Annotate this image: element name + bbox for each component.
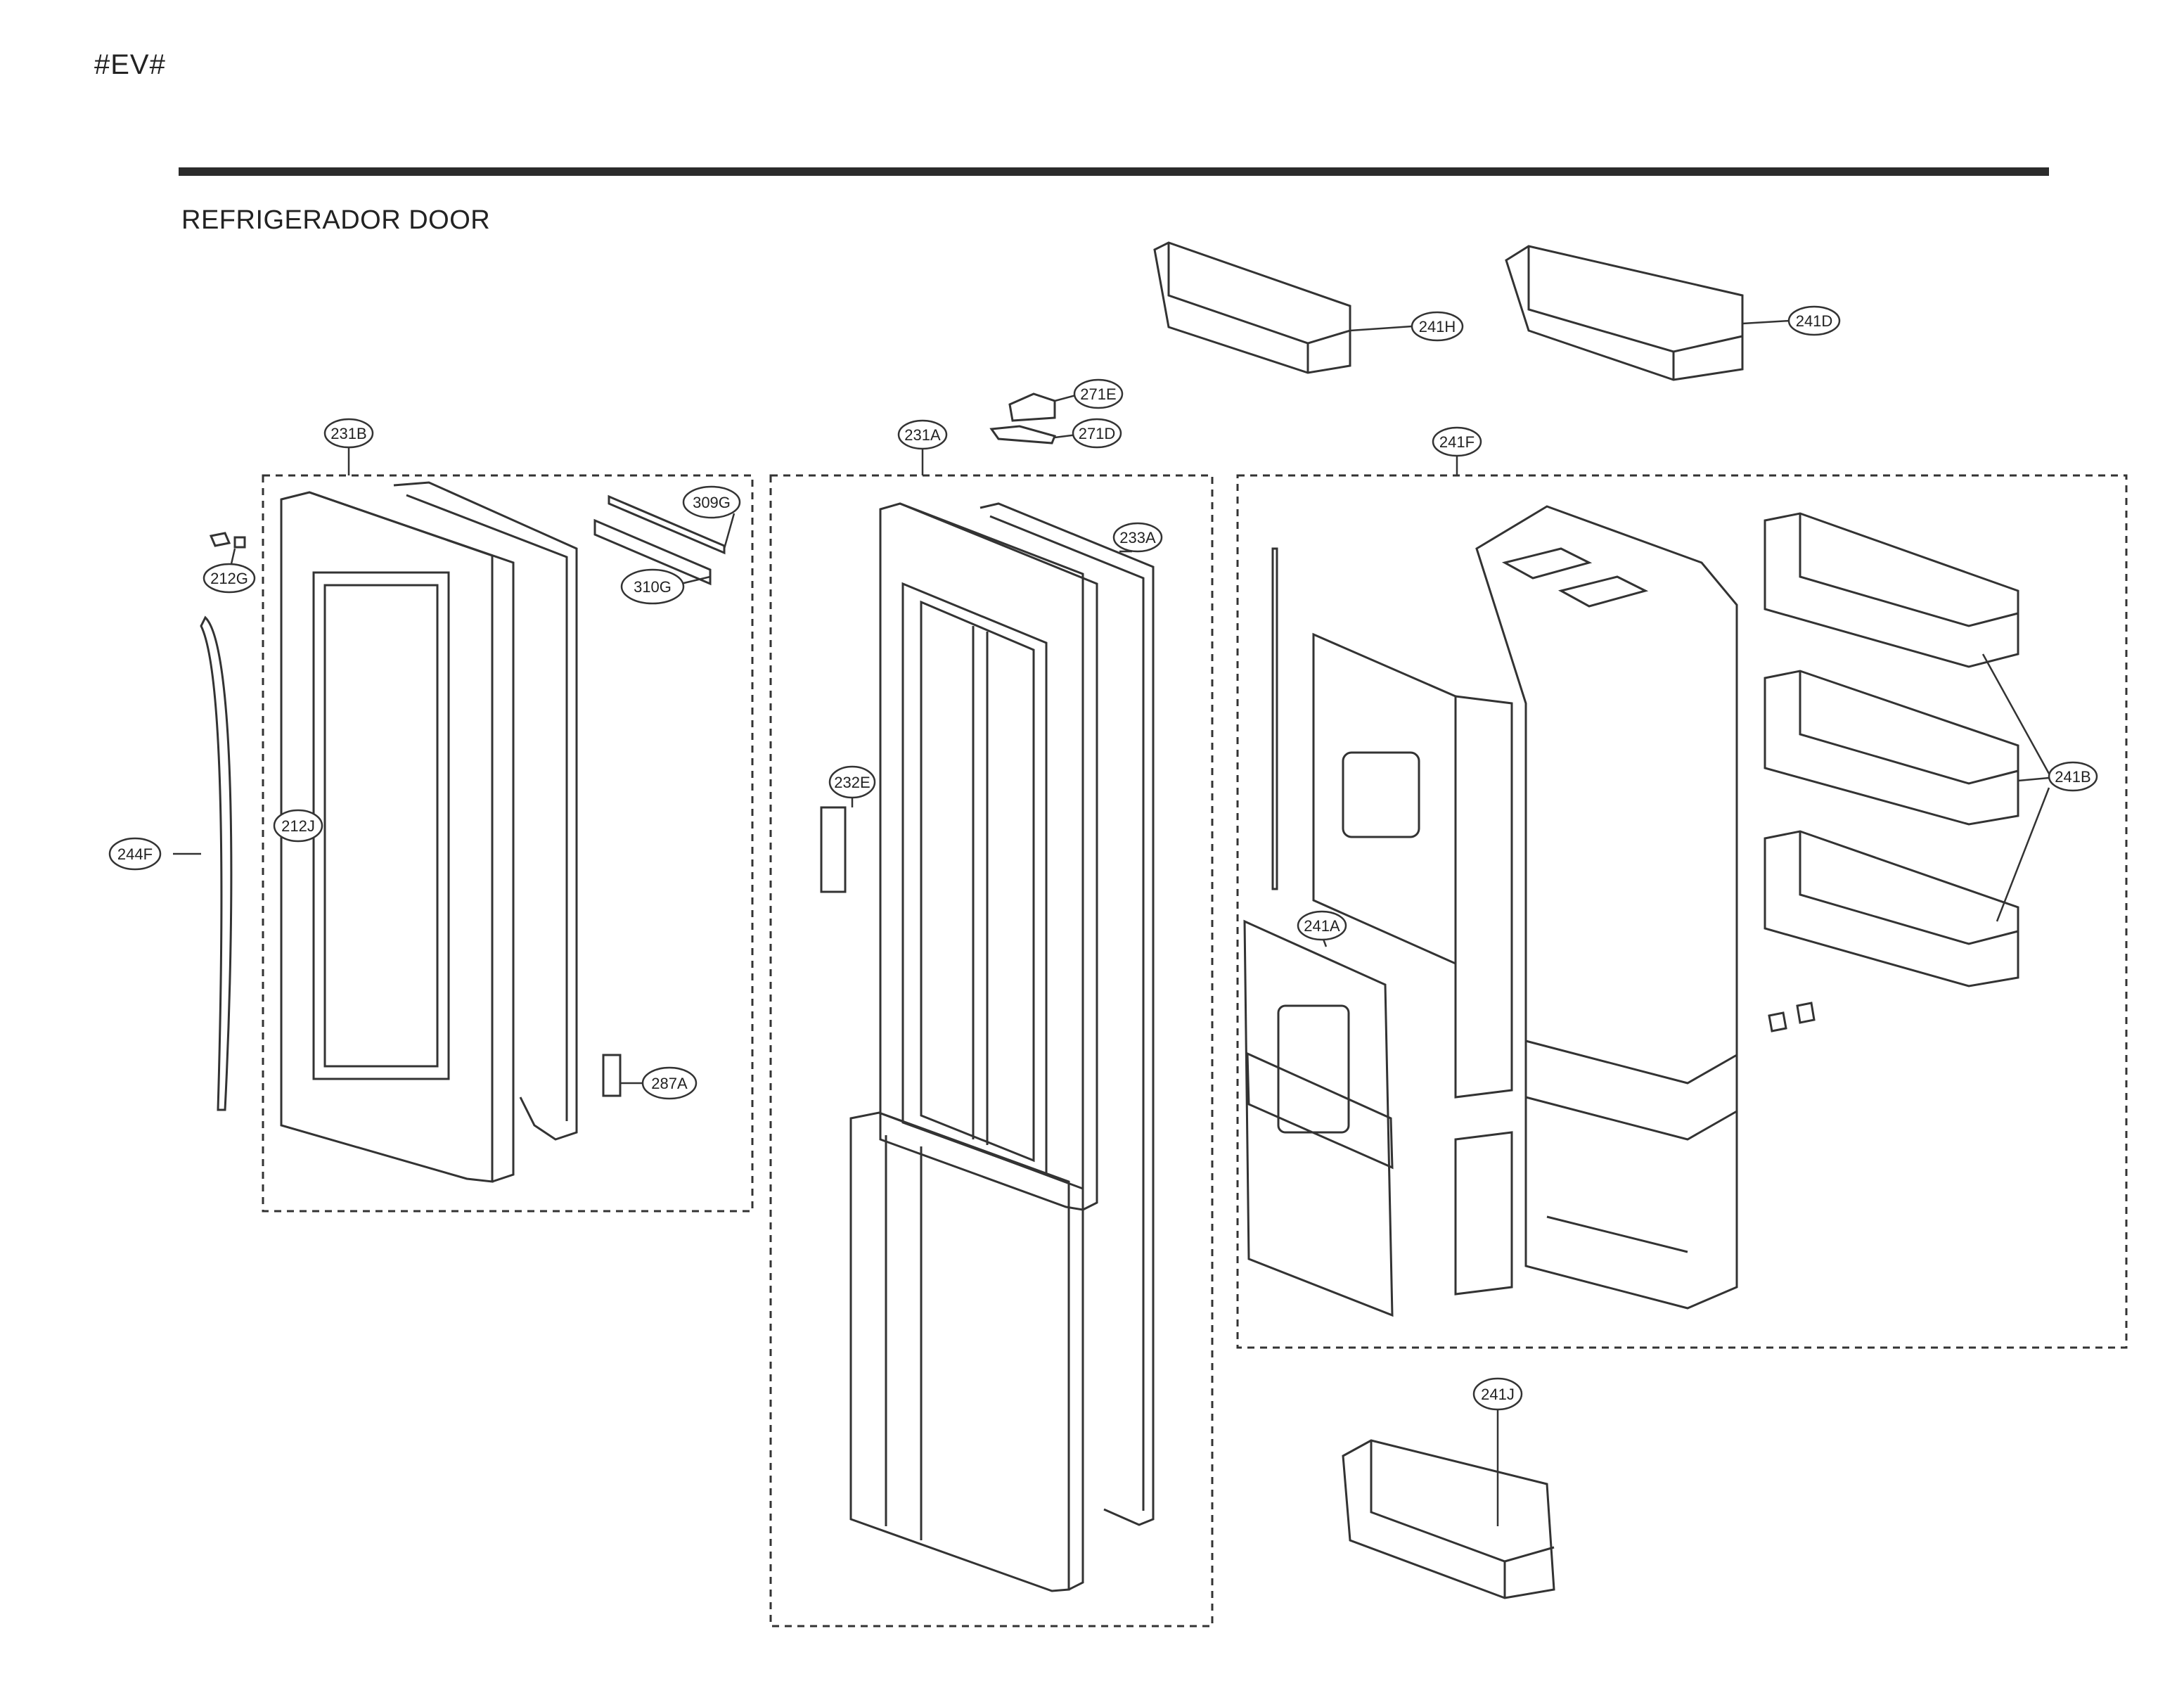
title-rule: [179, 167, 2049, 176]
cover-window: [1342, 751, 1420, 838]
door-gasket-233A: [979, 502, 1155, 1526]
callout-244F: 244F: [108, 837, 162, 871]
callout-231A: 231A: [897, 419, 948, 450]
svg-text:244F: 244F: [117, 845, 153, 863]
door-panel-231A: [849, 502, 1098, 1592]
svg-text:241B: 241B: [2055, 768, 2090, 786]
door-bin-241D: [1505, 245, 1744, 381]
small-clip-left: [1768, 1011, 1787, 1032]
bin-241B-bottom: [1764, 830, 2019, 987]
svg-text:241A: 241A: [1304, 917, 1340, 935]
svg-text:233A: 233A: [1119, 529, 1156, 546]
door-gasket-231B: [393, 481, 578, 1141]
cover-strip-right: [1454, 695, 1513, 1099]
latch-232E: [820, 806, 847, 893]
svg-text:231A: 231A: [904, 426, 941, 444]
svg-text:241D: 241D: [1796, 312, 1833, 330]
gasket-strip-310G: [593, 518, 712, 586]
svg-text:231B: 231B: [330, 425, 366, 442]
door-bin-241J: [1342, 1439, 1555, 1599]
callout-241J: 241J: [1472, 1377, 1523, 1411]
bin-241B-middle: [1764, 670, 2019, 826]
svg-text:241H: 241H: [1419, 318, 1456, 335]
gasket-strip-309G: [608, 494, 726, 555]
hinge-cap-212G: [209, 532, 246, 549]
callout-212J: 212J: [273, 809, 323, 843]
callout-232E: 232E: [828, 765, 876, 799]
svg-text:212G: 212G: [210, 570, 248, 587]
callout-241B: 241B: [2048, 761, 2098, 792]
page-code: #EV#: [94, 49, 166, 80]
door-liner-241F: [1475, 505, 1738, 1310]
svg-text:232E: 232E: [834, 774, 870, 791]
group-box-231B: [262, 474, 754, 1213]
svg-text:287A: 287A: [651, 1075, 688, 1092]
group-box-241F: [1236, 474, 2128, 1349]
callout-231B: 231B: [323, 418, 374, 449]
dispenser-cover-241A: [1243, 919, 1394, 1317]
door-bin-241H: [1153, 241, 1351, 374]
callout-310G: 310G: [620, 568, 685, 605]
callout-241D: 241D: [1787, 305, 1841, 336]
door-handle-244F: [200, 615, 233, 1111]
seal-strip: [1271, 547, 1278, 890]
svg-text:241F: 241F: [1439, 433, 1475, 451]
callout-287A: 287A: [641, 1066, 698, 1100]
section-title: REFRIGERADOR DOOR: [181, 205, 491, 235]
svg-text:271E: 271E: [1080, 385, 1116, 403]
bin-241B-top: [1764, 512, 2019, 668]
callout-241F: 241F: [1432, 426, 1482, 457]
door-panel-231B: [280, 491, 515, 1183]
hinge-287A: [602, 1054, 622, 1097]
svg-text:271D: 271D: [1079, 425, 1116, 442]
callout-309G: 309G: [682, 485, 741, 519]
callout-233A: 233A: [1112, 522, 1163, 553]
cover-strip-lower: [1454, 1131, 1513, 1296]
svg-text:309G: 309G: [693, 494, 731, 511]
svg-text:212J: 212J: [281, 817, 315, 835]
bracket-271E: [1008, 392, 1056, 422]
leader-lines: [173, 319, 2050, 1526]
bracket-271D: [989, 425, 1057, 445]
callout-241H: 241H: [1411, 311, 1464, 342]
callout-241A: 241A: [1297, 910, 1347, 941]
svg-text:310G: 310G: [634, 578, 672, 596]
callout-271E: 271E: [1073, 378, 1124, 409]
callout-271D: 271D: [1072, 418, 1122, 449]
svg-text:241J: 241J: [1481, 1386, 1515, 1403]
callout-212G: 212G: [203, 563, 256, 594]
group-box-231A: [769, 474, 1214, 1628]
small-clip-right: [1796, 1002, 1816, 1024]
